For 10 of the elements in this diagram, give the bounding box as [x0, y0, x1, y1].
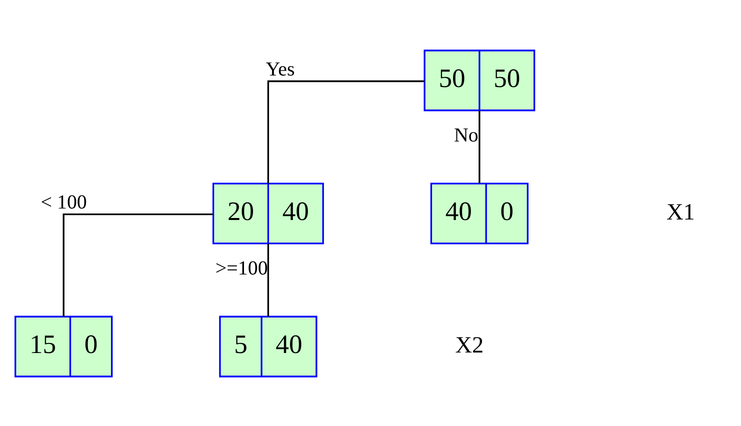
- label: X2: [455, 332, 484, 358]
- edge-label: >=100: [215, 256, 268, 279]
- edge-label: < 100: [40, 191, 87, 214]
- edge-label: No: [454, 124, 478, 146]
- connector: [478, 110, 480, 183]
- connector: [267, 80, 424, 183]
- connector: [62, 213, 213, 316]
- edge-label: Yes: [266, 58, 295, 80]
- connector: [267, 243, 270, 316]
- label: X1: [666, 199, 695, 226]
